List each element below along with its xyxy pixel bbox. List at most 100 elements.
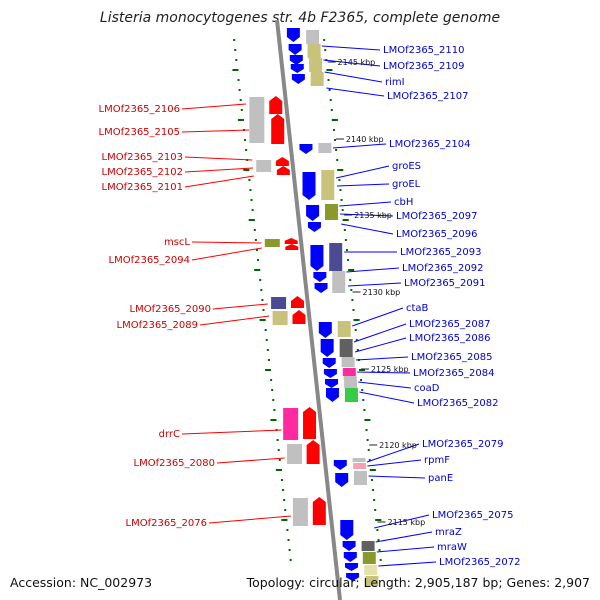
gene-label-right[interactable]: LMOf2365_2082 [417,398,499,409]
reverse-strand-gene[interactable] [306,205,320,221]
genes[interactable] [249,28,379,586]
reverse-strand-gene[interactable] [286,28,300,42]
gene-label-right[interactable]: rpmF [424,455,450,466]
reverse-strand-gene[interactable] [318,322,332,338]
reverse-strand-gene[interactable] [307,222,321,232]
cog-box[interactable] [307,44,321,58]
forward-strand-gene[interactable] [285,244,299,250]
cog-box[interactable] [310,72,324,86]
reverse-strand-gene[interactable] [291,74,305,84]
gene-label-right[interactable]: mraZ [435,527,462,538]
gene-label-right[interactable]: LMOf2365_2107 [387,91,469,102]
gene-label-right[interactable]: LMOf2365_2086 [409,333,491,344]
cog-box[interactable] [344,388,358,402]
gene-label-left[interactable]: LMOf2365_2094 [109,255,191,266]
cog-box[interactable] [287,444,303,464]
gene-label-right[interactable]: panE [428,473,453,484]
reverse-strand-gene[interactable] [343,552,357,562]
gene-label-right[interactable]: LMOf2365_2072 [439,557,521,568]
cog-box[interactable] [321,170,335,200]
gene-label-right[interactable]: LMOf2365_2092 [402,263,484,274]
cog-box[interactable] [343,376,357,380]
gene-label-left[interactable]: LMOf2365_2102 [102,167,184,178]
cog-box[interactable] [329,243,343,271]
gene-label-right[interactable]: groEL [392,179,421,190]
cog-box[interactable] [309,58,323,72]
forward-strand-gene[interactable] [312,497,326,525]
gene-label-right[interactable]: LMOf2365_2084 [413,368,495,379]
gene-label-right[interactable]: LMOf2365_2110 [383,45,465,56]
reverse-strand-gene[interactable] [340,520,354,540]
forward-strand-gene[interactable] [271,114,285,144]
gene-label-right[interactable]: LMOf2365_2085 [411,352,493,363]
gene-label-right[interactable]: LMOf2365_2075 [432,510,514,521]
gene-label-right[interactable]: cbH [394,197,413,208]
forward-strand-gene[interactable] [290,296,304,308]
cog-box[interactable] [318,143,332,153]
gene-label-right[interactable]: ctaB [406,303,429,314]
cog-box[interactable] [365,576,379,586]
reverse-strand-gene[interactable] [335,473,349,487]
cog-box[interactable] [362,552,376,564]
gene-label-right[interactable]: LMOf2365_2091 [404,278,486,289]
gene-label-right[interactable]: rimI [385,77,405,88]
cog-box[interactable] [271,297,287,309]
reverse-strand-gene[interactable] [344,563,358,571]
reverse-strand-gene[interactable] [314,283,328,293]
gene-label-left[interactable]: LMOf2365_2090 [130,304,212,315]
gene-label-right[interactable]: LMOf2365_2087 [409,319,491,330]
gene-label-left[interactable]: LMOf2365_2101 [102,182,184,193]
gene-label-right[interactable]: LMOf2365_2109 [383,61,465,72]
gene-label-left[interactable]: LMOf2365_2080 [134,458,216,469]
gene-label-right[interactable]: groES [392,161,421,172]
gene-label-right[interactable]: coaD [414,383,440,394]
cog-box[interactable] [264,239,280,247]
reverse-strand-gene[interactable] [322,358,336,368]
cog-box[interactable] [342,368,356,376]
reverse-strand-gene[interactable] [320,339,334,357]
reverse-strand-gene[interactable] [333,460,347,470]
reverse-strand-gene[interactable] [323,369,337,378]
forward-strand-gene[interactable] [292,310,306,324]
cog-box[interactable] [332,271,346,293]
cog-box[interactable] [292,498,308,526]
reverse-strand-gene[interactable] [313,272,327,282]
reverse-strand-gene[interactable] [290,64,304,73]
forward-strand-gene[interactable] [306,440,320,464]
cog-box[interactable] [353,471,367,485]
cog-box[interactable] [283,408,299,440]
cog-box[interactable] [364,565,378,575]
cog-box[interactable] [249,97,265,143]
gene-label-left[interactable]: LMOf2365_2076 [126,518,208,529]
reverse-strand-gene[interactable] [288,44,302,55]
cog-box[interactable] [353,463,367,469]
reverse-strand-gene[interactable] [325,388,339,402]
cog-box[interactable] [306,30,320,44]
gene-label-left[interactable]: LMOf2365_2105 [99,127,181,138]
reverse-strand-gene[interactable] [324,379,338,388]
gene-label-left[interactable]: drrC [159,429,180,440]
gene-label-right[interactable]: LMOf2365_2096 [396,229,478,240]
gene-label-left[interactable]: LMOf2365_2089 [117,320,199,331]
gene-label-left[interactable]: LMOf2365_2103 [102,152,184,163]
forward-strand-gene[interactable] [269,96,283,114]
gene-label-right[interactable]: LMOf2365_2104 [389,139,471,150]
gene-label-right[interactable]: LMOf2365_2079 [422,439,504,450]
forward-strand-gene[interactable] [275,157,289,166]
gene-label-left[interactable]: LMOf2365_2106 [99,104,181,115]
gene-label-right[interactable]: LMOf2365_2093 [400,247,482,258]
reverse-strand-gene[interactable] [302,172,316,200]
cog-box[interactable] [352,458,366,462]
cog-box[interactable] [341,357,355,367]
cog-box[interactable] [256,160,272,172]
cog-box[interactable] [344,380,358,388]
reverse-strand-gene[interactable] [346,573,360,581]
gene-label-right[interactable]: LMOf2365_2097 [396,211,478,222]
forward-strand-gene[interactable] [284,238,298,244]
forward-strand-gene[interactable] [276,166,290,175]
cog-box[interactable] [324,204,338,220]
gene-label-left[interactable]: mscL [164,237,190,248]
cog-box[interactable] [339,339,353,357]
